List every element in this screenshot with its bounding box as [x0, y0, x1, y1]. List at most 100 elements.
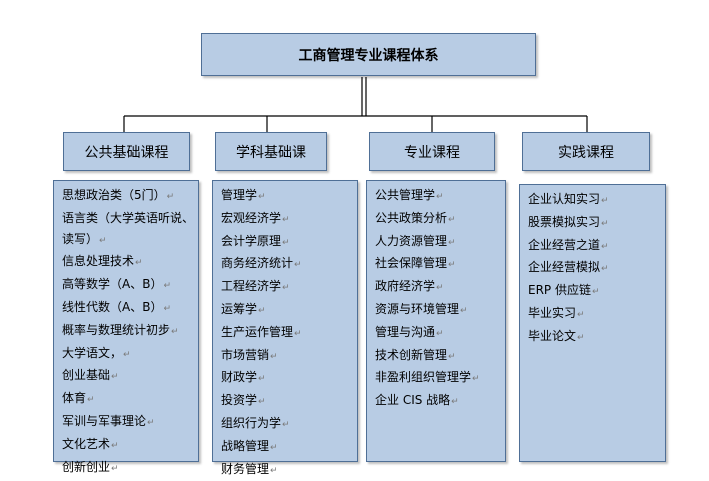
- course-name: 市场营销: [221, 347, 270, 362]
- course-item: 资源与环境管理↵: [375, 299, 505, 322]
- paragraph-mark-icon: ↵: [472, 374, 480, 385]
- course-name: 资源与环境管理: [375, 301, 460, 316]
- paragraph-mark-icon: ↵: [163, 303, 171, 314]
- course-item: 企业经营模拟↵: [528, 257, 665, 280]
- course-name: ERP 供应链: [528, 283, 591, 298]
- course-item: 思想政治类（5门）↵: [62, 185, 198, 208]
- category-header-discipline-basic: 学科基础课: [215, 132, 327, 171]
- course-name: 管理与沟通: [375, 324, 436, 339]
- category-header-practice: 实践课程: [522, 132, 650, 171]
- paragraph-mark-icon: ↵: [163, 281, 171, 292]
- course-item: 政府经济学↵: [375, 276, 505, 299]
- paragraph-mark-icon: ↵: [448, 214, 456, 225]
- course-name: 技术创新管理: [375, 347, 448, 362]
- paragraph-mark-icon: ↵: [111, 372, 119, 383]
- course-item: 毕业论文↵: [528, 326, 665, 349]
- course-name: 商务经济统计: [221, 256, 294, 271]
- course-item: 高等数学（A、B）↵: [62, 274, 198, 297]
- category-name: 学科基础课: [236, 144, 306, 161]
- course-item: 非盈利组织管理学↵: [375, 367, 505, 390]
- course-name: 文化艺术: [62, 436, 111, 451]
- course-name: 人力资源管理: [375, 233, 448, 248]
- category-header-public-basic: 公共基础课程: [63, 132, 190, 171]
- paragraph-mark-icon: ↵: [135, 258, 143, 269]
- course-list: 公共管理学↵公共政策分析↵人力资源管理↵社会保障管理↵政府经济学↵资源与环境管理…: [375, 185, 505, 413]
- course-name: 军训与军事理论: [62, 413, 147, 428]
- course-item: 公共管理学↵: [375, 185, 505, 208]
- course-item: 大学语文，↵: [62, 343, 198, 366]
- course-name: 运筹学: [221, 301, 258, 316]
- course-name: 思想政治类（5门）: [62, 188, 166, 202]
- course-name: 政府经济学: [375, 279, 436, 294]
- course-name: 财政学: [221, 370, 258, 385]
- course-item: ERP 供应链↵: [528, 280, 665, 303]
- course-name: 投资学: [221, 393, 258, 408]
- paragraph-mark-icon: ↵: [460, 305, 468, 316]
- course-list: 思想政治类（5门）↵语言类（大学英语听说、读写）↵信息处理技术↵高等数学（A、B…: [62, 185, 198, 479]
- course-name: 信息处理技术: [62, 254, 135, 269]
- course-item: 技术创新管理↵: [375, 345, 505, 368]
- course-list-major: 公共管理学↵公共政策分析↵人力资源管理↵社会保障管理↵政府经济学↵资源与环境管理…: [366, 180, 506, 462]
- paragraph-mark-icon: ↵: [270, 351, 278, 362]
- course-item: 线性代数（A、B）↵: [62, 297, 198, 320]
- course-name: 社会保障管理: [375, 256, 448, 271]
- course-name: 概率与数理统计初步: [62, 322, 171, 337]
- course-item: 工程经济学↵: [221, 276, 357, 299]
- course-item: 管理学↵: [221, 185, 357, 208]
- paragraph-mark-icon: ↵: [258, 192, 266, 202]
- paragraph-mark-icon: ↵: [601, 218, 609, 229]
- course-name: 企业 CIS 战略: [375, 393, 451, 408]
- course-list-discipline-basic: 管理学↵宏观经济学↵会计学原理↵商务经济统计↵工程经济学↵运筹学↵生产运作管理↵…: [212, 180, 358, 476]
- course-item: 语言类（大学英语听说、读写）↵: [62, 208, 198, 252]
- course-name: 创新创业: [62, 459, 111, 474]
- paragraph-mark-icon: ↵: [601, 264, 609, 275]
- paragraph-mark-icon: ↵: [111, 463, 119, 474]
- course-name: 语言类（大学英语听说、读写）: [62, 210, 195, 246]
- course-item: 投资学↵: [221, 390, 357, 413]
- paragraph-mark-icon: ↵: [601, 196, 609, 206]
- course-item: 财政学↵: [221, 367, 357, 390]
- paragraph-mark-icon: ↵: [451, 397, 459, 408]
- paragraph-mark-icon: ↵: [577, 332, 585, 343]
- category-name: 公共基础课程: [84, 144, 169, 161]
- course-item: 概率与数理统计初步↵: [62, 320, 198, 343]
- course-item: 文化艺术↵: [62, 434, 198, 457]
- paragraph-mark-icon: ↵: [258, 305, 266, 316]
- course-name: 创业基础: [62, 368, 111, 383]
- course-name: 线性代数（A、B）: [62, 299, 163, 314]
- course-item: 会计学原理↵: [221, 231, 357, 254]
- paragraph-mark-icon: ↵: [87, 395, 95, 406]
- course-item: 生产运作管理↵: [221, 322, 357, 345]
- course-item: 运筹学↵: [221, 299, 357, 322]
- paragraph-mark-icon: ↵: [601, 241, 609, 252]
- diagram-title: 工商管理专业课程体系: [298, 47, 439, 64]
- course-item: 宏观经济学↵: [221, 208, 357, 231]
- course-name: 公共政策分析: [375, 210, 448, 225]
- course-item: 财务管理↵: [221, 459, 357, 481]
- paragraph-mark-icon: ↵: [448, 260, 456, 271]
- course-name: 体育: [62, 391, 87, 406]
- category-name: 专业课程: [404, 144, 460, 161]
- category-header-major: 专业课程: [369, 132, 495, 171]
- course-name: 战略管理: [221, 438, 270, 453]
- paragraph-mark-icon: ↵: [171, 326, 179, 337]
- paragraph-mark-icon: ↵: [111, 440, 119, 451]
- paragraph-mark-icon: ↵: [258, 397, 266, 408]
- paragraph-mark-icon: ↵: [294, 328, 302, 339]
- course-item: 毕业实习↵: [528, 303, 665, 326]
- paragraph-mark-icon: ↵: [270, 442, 278, 453]
- paragraph-mark-icon: ↵: [577, 309, 585, 320]
- connector-lines: [123, 77, 588, 132]
- course-name: 生产运作管理: [221, 324, 294, 339]
- paragraph-mark-icon: ↵: [448, 237, 456, 248]
- paragraph-mark-icon: ↵: [436, 192, 444, 202]
- course-item: 军训与军事理论↵: [62, 411, 198, 434]
- paragraph-mark-icon: ↵: [282, 283, 290, 294]
- course-item: 公共政策分析↵: [375, 208, 505, 231]
- paragraph-mark-icon: ↵: [99, 235, 107, 246]
- course-name: 会计学原理: [221, 233, 282, 248]
- paragraph-mark-icon: ↵: [294, 260, 302, 271]
- course-name: 非盈利组织管理学: [375, 370, 472, 385]
- paragraph-mark-icon: ↵: [282, 419, 290, 430]
- course-name: 大学语文，: [62, 345, 123, 360]
